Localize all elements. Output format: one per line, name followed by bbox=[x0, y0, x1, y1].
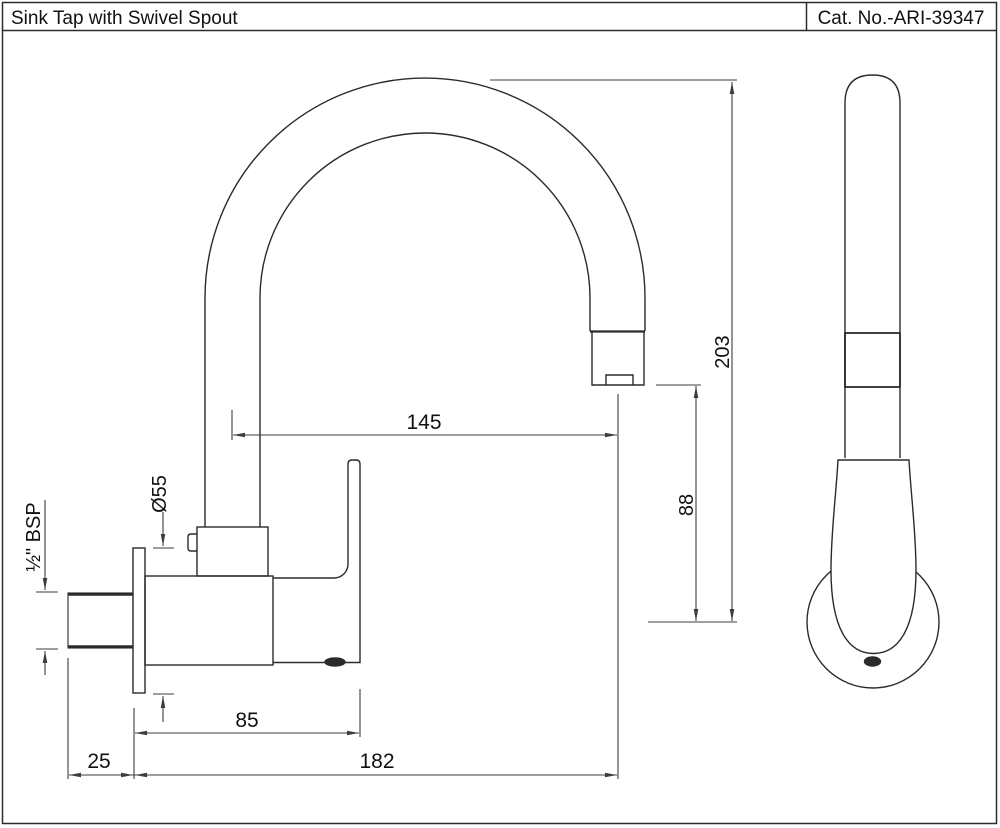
dim-overall-projection-label: 182 bbox=[359, 750, 394, 773]
dimline-inlet-connection bbox=[36, 500, 58, 675]
side-spout-tube bbox=[844, 74, 901, 458]
catalog-number: Cat. No.-ARI-39347 bbox=[818, 8, 985, 29]
arrowhead bbox=[233, 432, 245, 438]
dimension-labels: 145 203 88 Ø55 ½" BSP 85 25 182 bbox=[23, 335, 734, 773]
outlet-nozzle bbox=[591, 332, 645, 386]
inlet-pipe bbox=[67, 592, 134, 649]
valve-body bbox=[144, 575, 274, 666]
wall-flange bbox=[132, 547, 146, 694]
dim-flange-diameter-label: Ø55 bbox=[149, 475, 171, 513]
front-view bbox=[67, 77, 646, 694]
arrowhead bbox=[135, 772, 147, 778]
side-connector-band bbox=[844, 332, 901, 388]
arrowhead bbox=[160, 534, 166, 546]
dim-spout-clearance-label: 88 bbox=[676, 494, 698, 516]
dimension-lines bbox=[36, 79, 737, 779]
arrowhead bbox=[69, 772, 81, 778]
arrowhead bbox=[42, 651, 48, 663]
side-handle bbox=[830, 459, 917, 655]
arrowhead bbox=[42, 578, 48, 590]
arrowhead bbox=[121, 772, 133, 778]
dim-wall-offset-label: 25 bbox=[87, 750, 110, 773]
dimension-arrows bbox=[42, 82, 735, 778]
lever-handle bbox=[273, 459, 361, 664]
arrowhead bbox=[605, 772, 617, 778]
side-view bbox=[806, 74, 940, 689]
spout-outer-contour bbox=[204, 77, 646, 527]
dimline-flange-diameter bbox=[153, 512, 174, 722]
swivel-base-block bbox=[196, 526, 269, 577]
arrowhead bbox=[729, 82, 735, 94]
arrowhead bbox=[605, 432, 617, 438]
dim-body-projection-label: 85 bbox=[235, 709, 258, 732]
arrowhead bbox=[347, 730, 359, 736]
arrowhead bbox=[729, 609, 735, 621]
side-handle-index-dot bbox=[863, 656, 882, 667]
arrowhead bbox=[693, 609, 699, 621]
spout-inner-contour bbox=[259, 132, 591, 527]
aerator-notch bbox=[605, 374, 634, 385]
arrowhead bbox=[160, 696, 166, 708]
dim-overall-height-label: 203 bbox=[712, 335, 734, 368]
arrowhead bbox=[693, 386, 699, 398]
dim-inlet-connection-label: ½" BSP bbox=[23, 502, 45, 571]
page-title: Sink Tap with Swivel Spout bbox=[11, 8, 238, 29]
dim-spout-reach-label: 145 bbox=[406, 411, 441, 434]
handle-index-dot bbox=[324, 657, 346, 667]
arrowhead bbox=[135, 730, 147, 736]
swivel-clip-detail bbox=[187, 533, 197, 552]
